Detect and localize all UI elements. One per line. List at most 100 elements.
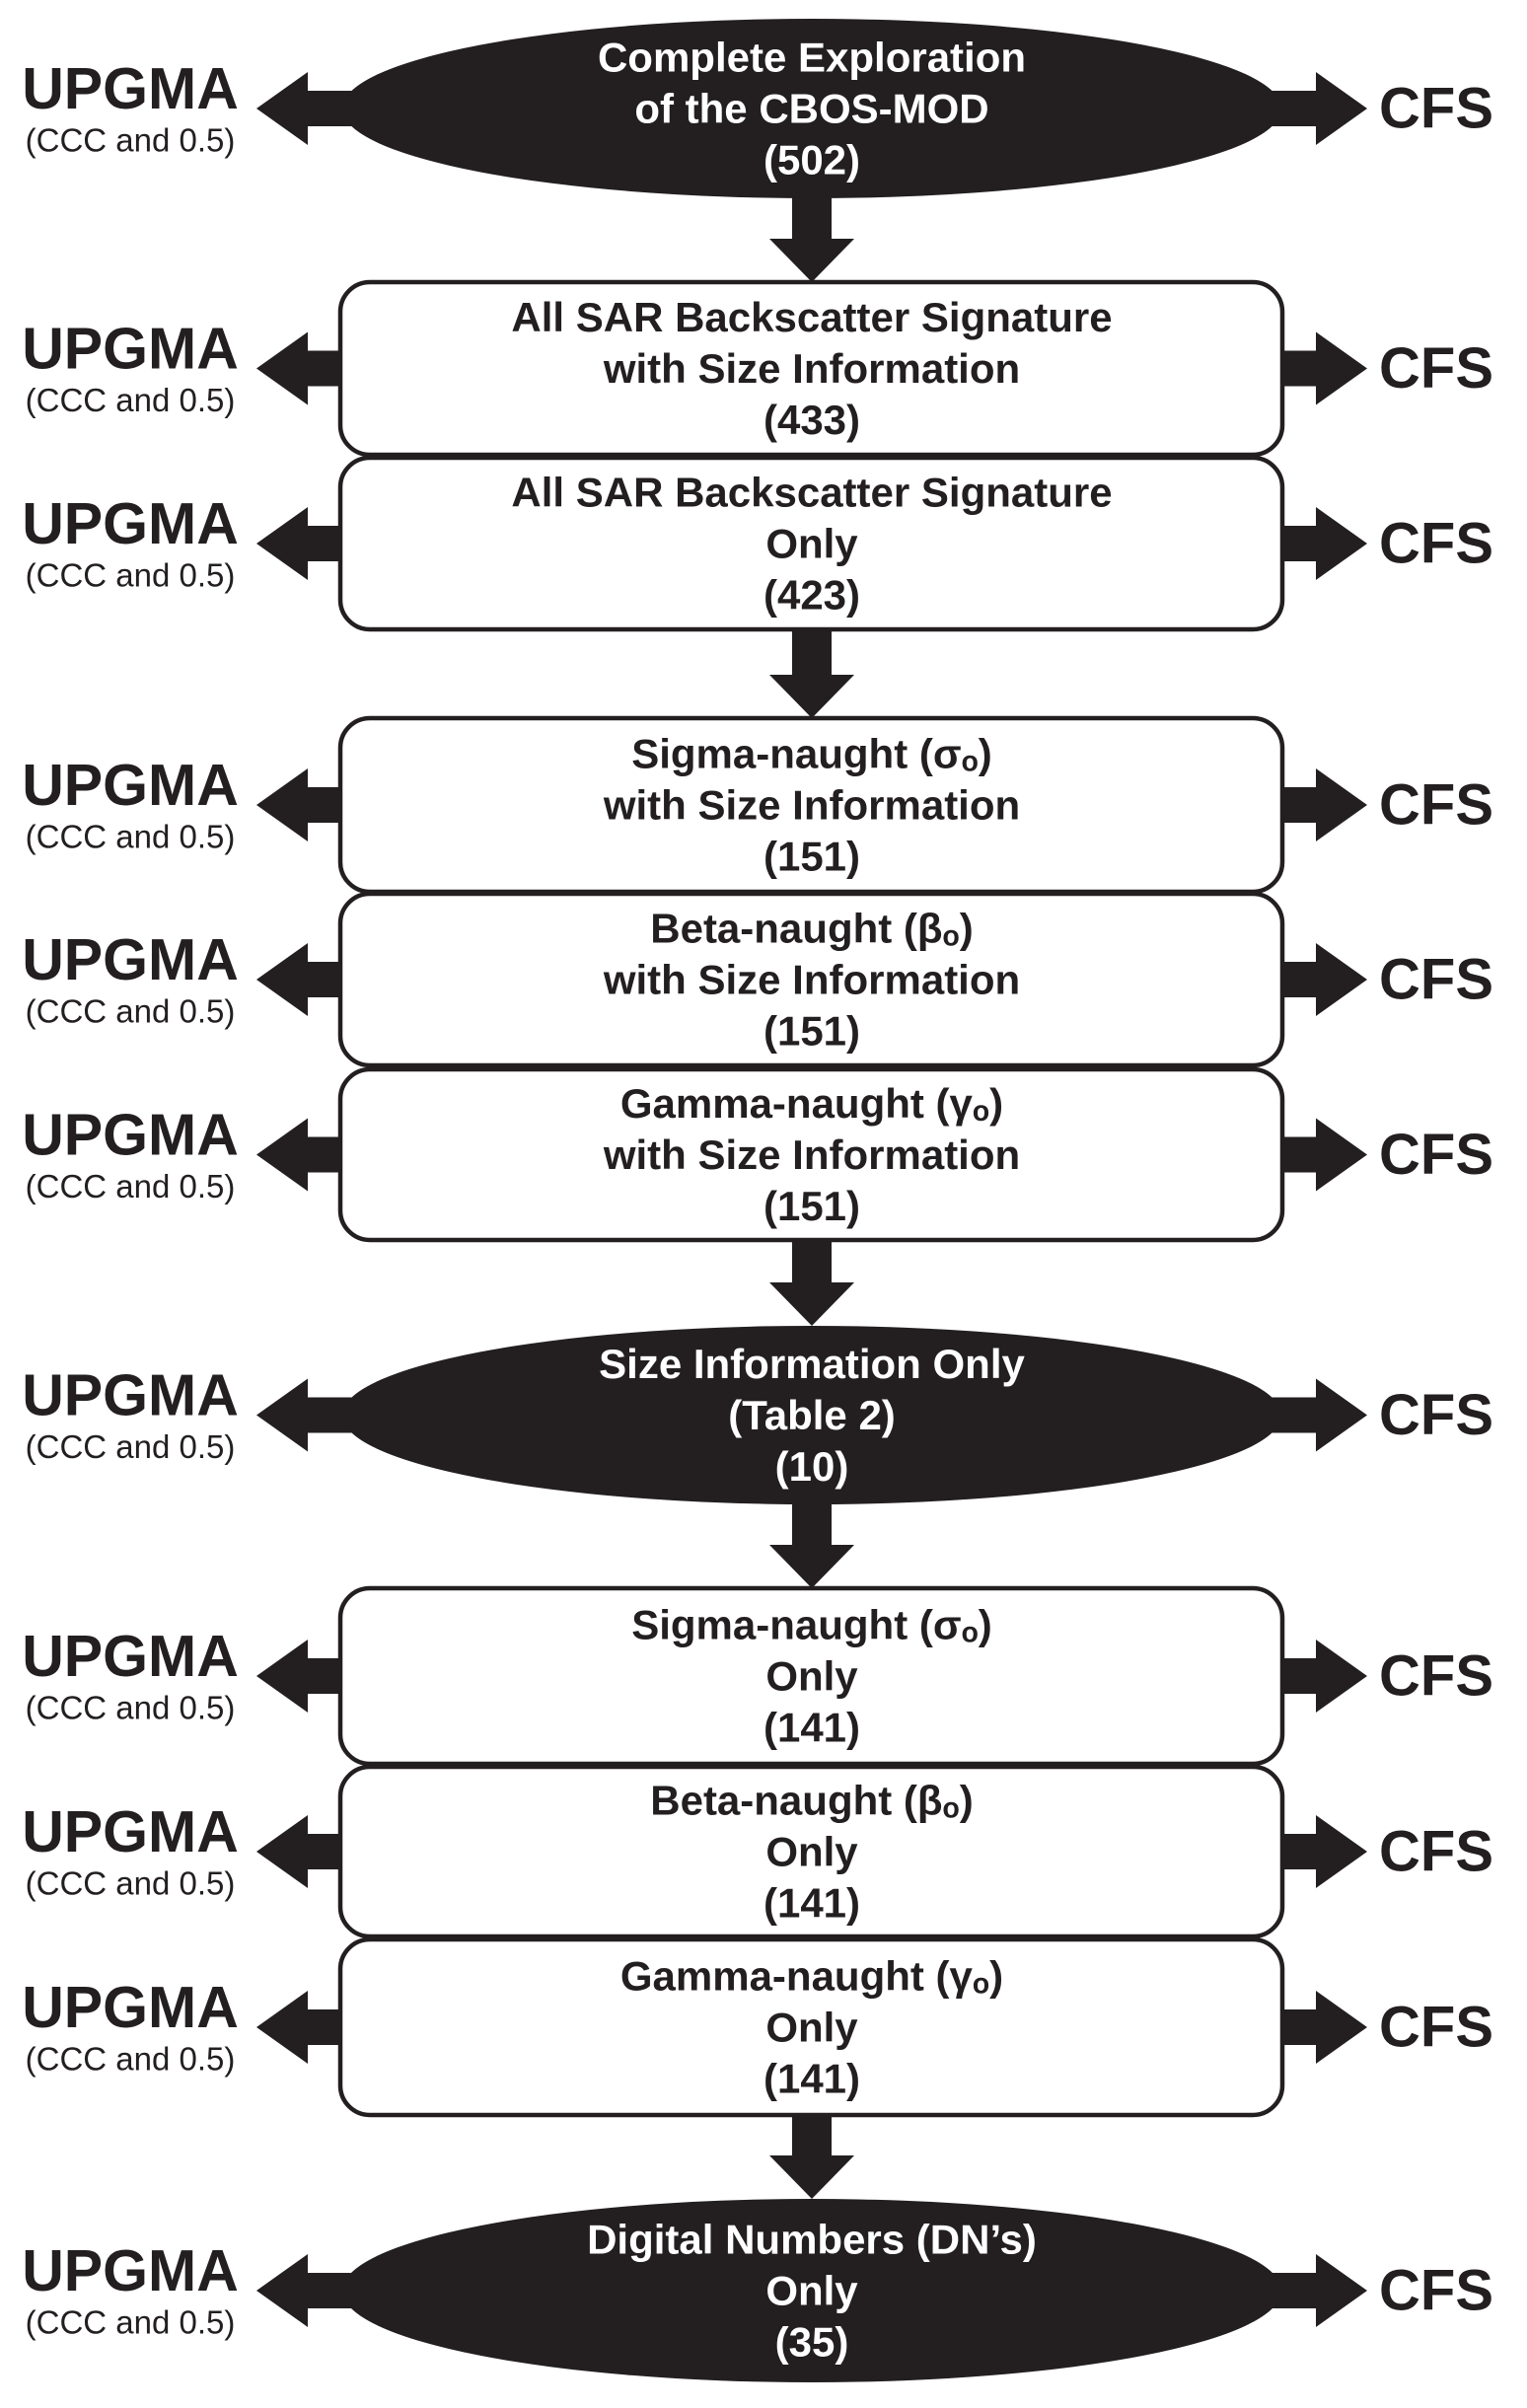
method-label-upgma: UPGMA	[22, 1103, 239, 1168]
step-label-line-1: Sigma-naught (σₒ)	[631, 731, 992, 777]
left-arrow	[256, 943, 355, 1016]
flow-step-8: Sigma-naught (σₒ)Only(141)UPGMA(CCC and …	[22, 1585, 1493, 1767]
step-label-line-3: (151)	[764, 1008, 860, 1055]
flow-step-10: Gamma-naught (γₒ)Only(141)UPGMA(CCC and …	[22, 1936, 1493, 2118]
flow-step-1: Complete Exploration of the CBOS-MOD (502)…	[22, 19, 1493, 198]
method-note-upgma: (CCC and 0.5)	[26, 2304, 236, 2341]
step-label-line-2: Only	[765, 2005, 858, 2051]
step-label-line-1: Size Information Only	[599, 1341, 1025, 1387]
method-label-upgma: UPGMA	[22, 927, 239, 992]
method-label-cfs: CFS	[1379, 1996, 1493, 2060]
down-arrow-4	[769, 1498, 854, 1588]
method-note-upgma: (CCC and 0.5)	[26, 1690, 236, 1726]
method-label-cfs: CFS	[1379, 336, 1493, 401]
method-note-upgma: (CCC and 0.5)	[26, 1168, 236, 1204]
method-label-upgma: UPGMA	[22, 317, 239, 382]
method-label-upgma: UPGMA	[22, 1624, 239, 1689]
method-note-upgma: (CCC and 0.5)	[26, 1428, 236, 1465]
method-label-upgma: UPGMA	[22, 491, 239, 556]
step-label-line-1: Gamma-naught (γₒ)	[620, 1080, 1003, 1127]
right-arrow	[1272, 1815, 1367, 1888]
down-arrow-1	[769, 192, 854, 282]
step-label-line-2: of the CBOS-MOD	[634, 86, 988, 132]
method-label-upgma: UPGMA	[22, 2238, 239, 2303]
method-label-upgma: UPGMA	[22, 56, 239, 121]
method-label-cfs: CFS	[1379, 512, 1493, 576]
flow-step-9: Beta-naught (βₒ)Only(141)UPGMA(CCC and 0…	[22, 1764, 1493, 1939]
method-note-upgma: (CCC and 0.5)	[26, 819, 236, 855]
step-label-line-3: (35)	[775, 2319, 849, 2366]
step-label-line-1: Sigma-naught (σₒ)	[631, 1602, 992, 1648]
flow-step-4: Sigma-naught (σₒ) with Size Information (1…	[22, 715, 1493, 895]
step-box	[337, 1066, 1285, 1243]
step-ellipse	[342, 19, 1281, 198]
left-arrow	[256, 1991, 355, 2064]
step-label-line-1: Complete Exploration	[598, 35, 1026, 81]
right-arrow	[1272, 507, 1367, 580]
method-label-cfs: CFS	[1379, 773, 1493, 838]
method-note-upgma: (CCC and 0.5)	[26, 122, 236, 159]
step-label-line-3: (10)	[775, 1443, 849, 1490]
method-label-cfs: CFS	[1379, 1820, 1493, 1884]
down-arrow-2	[769, 623, 854, 718]
step-label-line-2: Only	[765, 1829, 858, 1875]
method-label-cfs: CFS	[1379, 1644, 1493, 1709]
step-box	[337, 455, 1285, 632]
right-arrow	[1272, 1118, 1367, 1192]
down-arrow-5	[769, 2109, 854, 2199]
step-label-line-3: (433)	[764, 397, 860, 443]
step-label-line-3: (423)	[764, 572, 860, 619]
step-ellipse	[342, 1326, 1281, 1504]
step-label-line-1: Digital Numbers (DN’s)	[587, 2217, 1037, 2263]
left-arrow	[256, 331, 355, 405]
step-label-line-3: (141)	[764, 2056, 860, 2102]
right-arrow	[1272, 768, 1367, 841]
method-note-upgma: (CCC and 0.5)	[26, 557, 236, 594]
method-label-upgma: UPGMA	[22, 753, 239, 818]
step-label-line-2: Only	[765, 2268, 858, 2314]
method-label-cfs: CFS	[1379, 1123, 1493, 1187]
step-label-line-2: (Table 2)	[728, 1392, 896, 1438]
left-arrow	[256, 1118, 355, 1192]
right-arrow	[1272, 1640, 1367, 1713]
step-box	[337, 1585, 1285, 1767]
step-label-line-2: Only	[765, 1653, 858, 1700]
right-arrow	[1272, 1991, 1367, 2064]
step-label-line-2: with Size Information	[603, 345, 1020, 392]
step-label-line-1: All SAR Backscatter Signature	[511, 294, 1112, 340]
step-box	[337, 279, 1285, 458]
down-arrow-3	[769, 1234, 854, 1326]
method-note-upgma: (CCC and 0.5)	[26, 993, 236, 1030]
flow-step-7: Size Information Only (Table 2) (10) UPGMA(…	[22, 1326, 1493, 1504]
step-box	[337, 1764, 1285, 1939]
flow-step-5: Beta-naught (βₒ)with Size Information(15…	[22, 891, 1493, 1068]
step-label-line-1: All SAR Backscatter Signature	[511, 470, 1112, 516]
method-label-upgma: UPGMA	[22, 1363, 239, 1428]
step-label-line-2: with Size Information	[603, 957, 1020, 1003]
left-arrow	[256, 768, 355, 841]
method-label-upgma: UPGMA	[22, 1975, 239, 2040]
flow-step-6: Gamma-naught (γₒ)with Size Information(1…	[22, 1066, 1493, 1243]
step-label-line-1: Gamma-naught (γₒ)	[620, 1953, 1003, 2000]
flow-step-2: All SAR Backscatter Signature with Size I…	[22, 279, 1493, 458]
right-arrow	[1272, 943, 1367, 1016]
down-arrows	[769, 192, 854, 2199]
method-note-upgma: (CCC and 0.5)	[26, 1865, 236, 1902]
step-label-line-3: (151)	[764, 834, 860, 880]
step-label-line-3: (502)	[764, 137, 860, 183]
step-label-line-2: with Size Information	[603, 1131, 1020, 1178]
method-label-cfs: CFS	[1379, 948, 1493, 1012]
step-box	[337, 891, 1285, 1068]
step-label-line-3: (141)	[764, 1880, 860, 1927]
step-label-line-2: Only	[765, 521, 858, 567]
left-arrow	[256, 507, 355, 580]
step-box	[337, 1936, 1285, 2118]
method-label-cfs: CFS	[1379, 1383, 1493, 1447]
method-label-cfs: CFS	[1379, 2259, 1493, 2323]
step-label-line-1: Beta-naught (βₒ)	[650, 1778, 974, 1824]
flow-step-11: Digital Numbers (DN’s) Only (35) UPGMA(CCC …	[22, 2199, 1493, 2382]
step-label-line-2: with Size Information	[603, 782, 1020, 829]
method-note-upgma: (CCC and 0.5)	[26, 382, 236, 418]
flow-steps: Complete Exploration of the CBOS-MOD (502)…	[22, 19, 1493, 2382]
